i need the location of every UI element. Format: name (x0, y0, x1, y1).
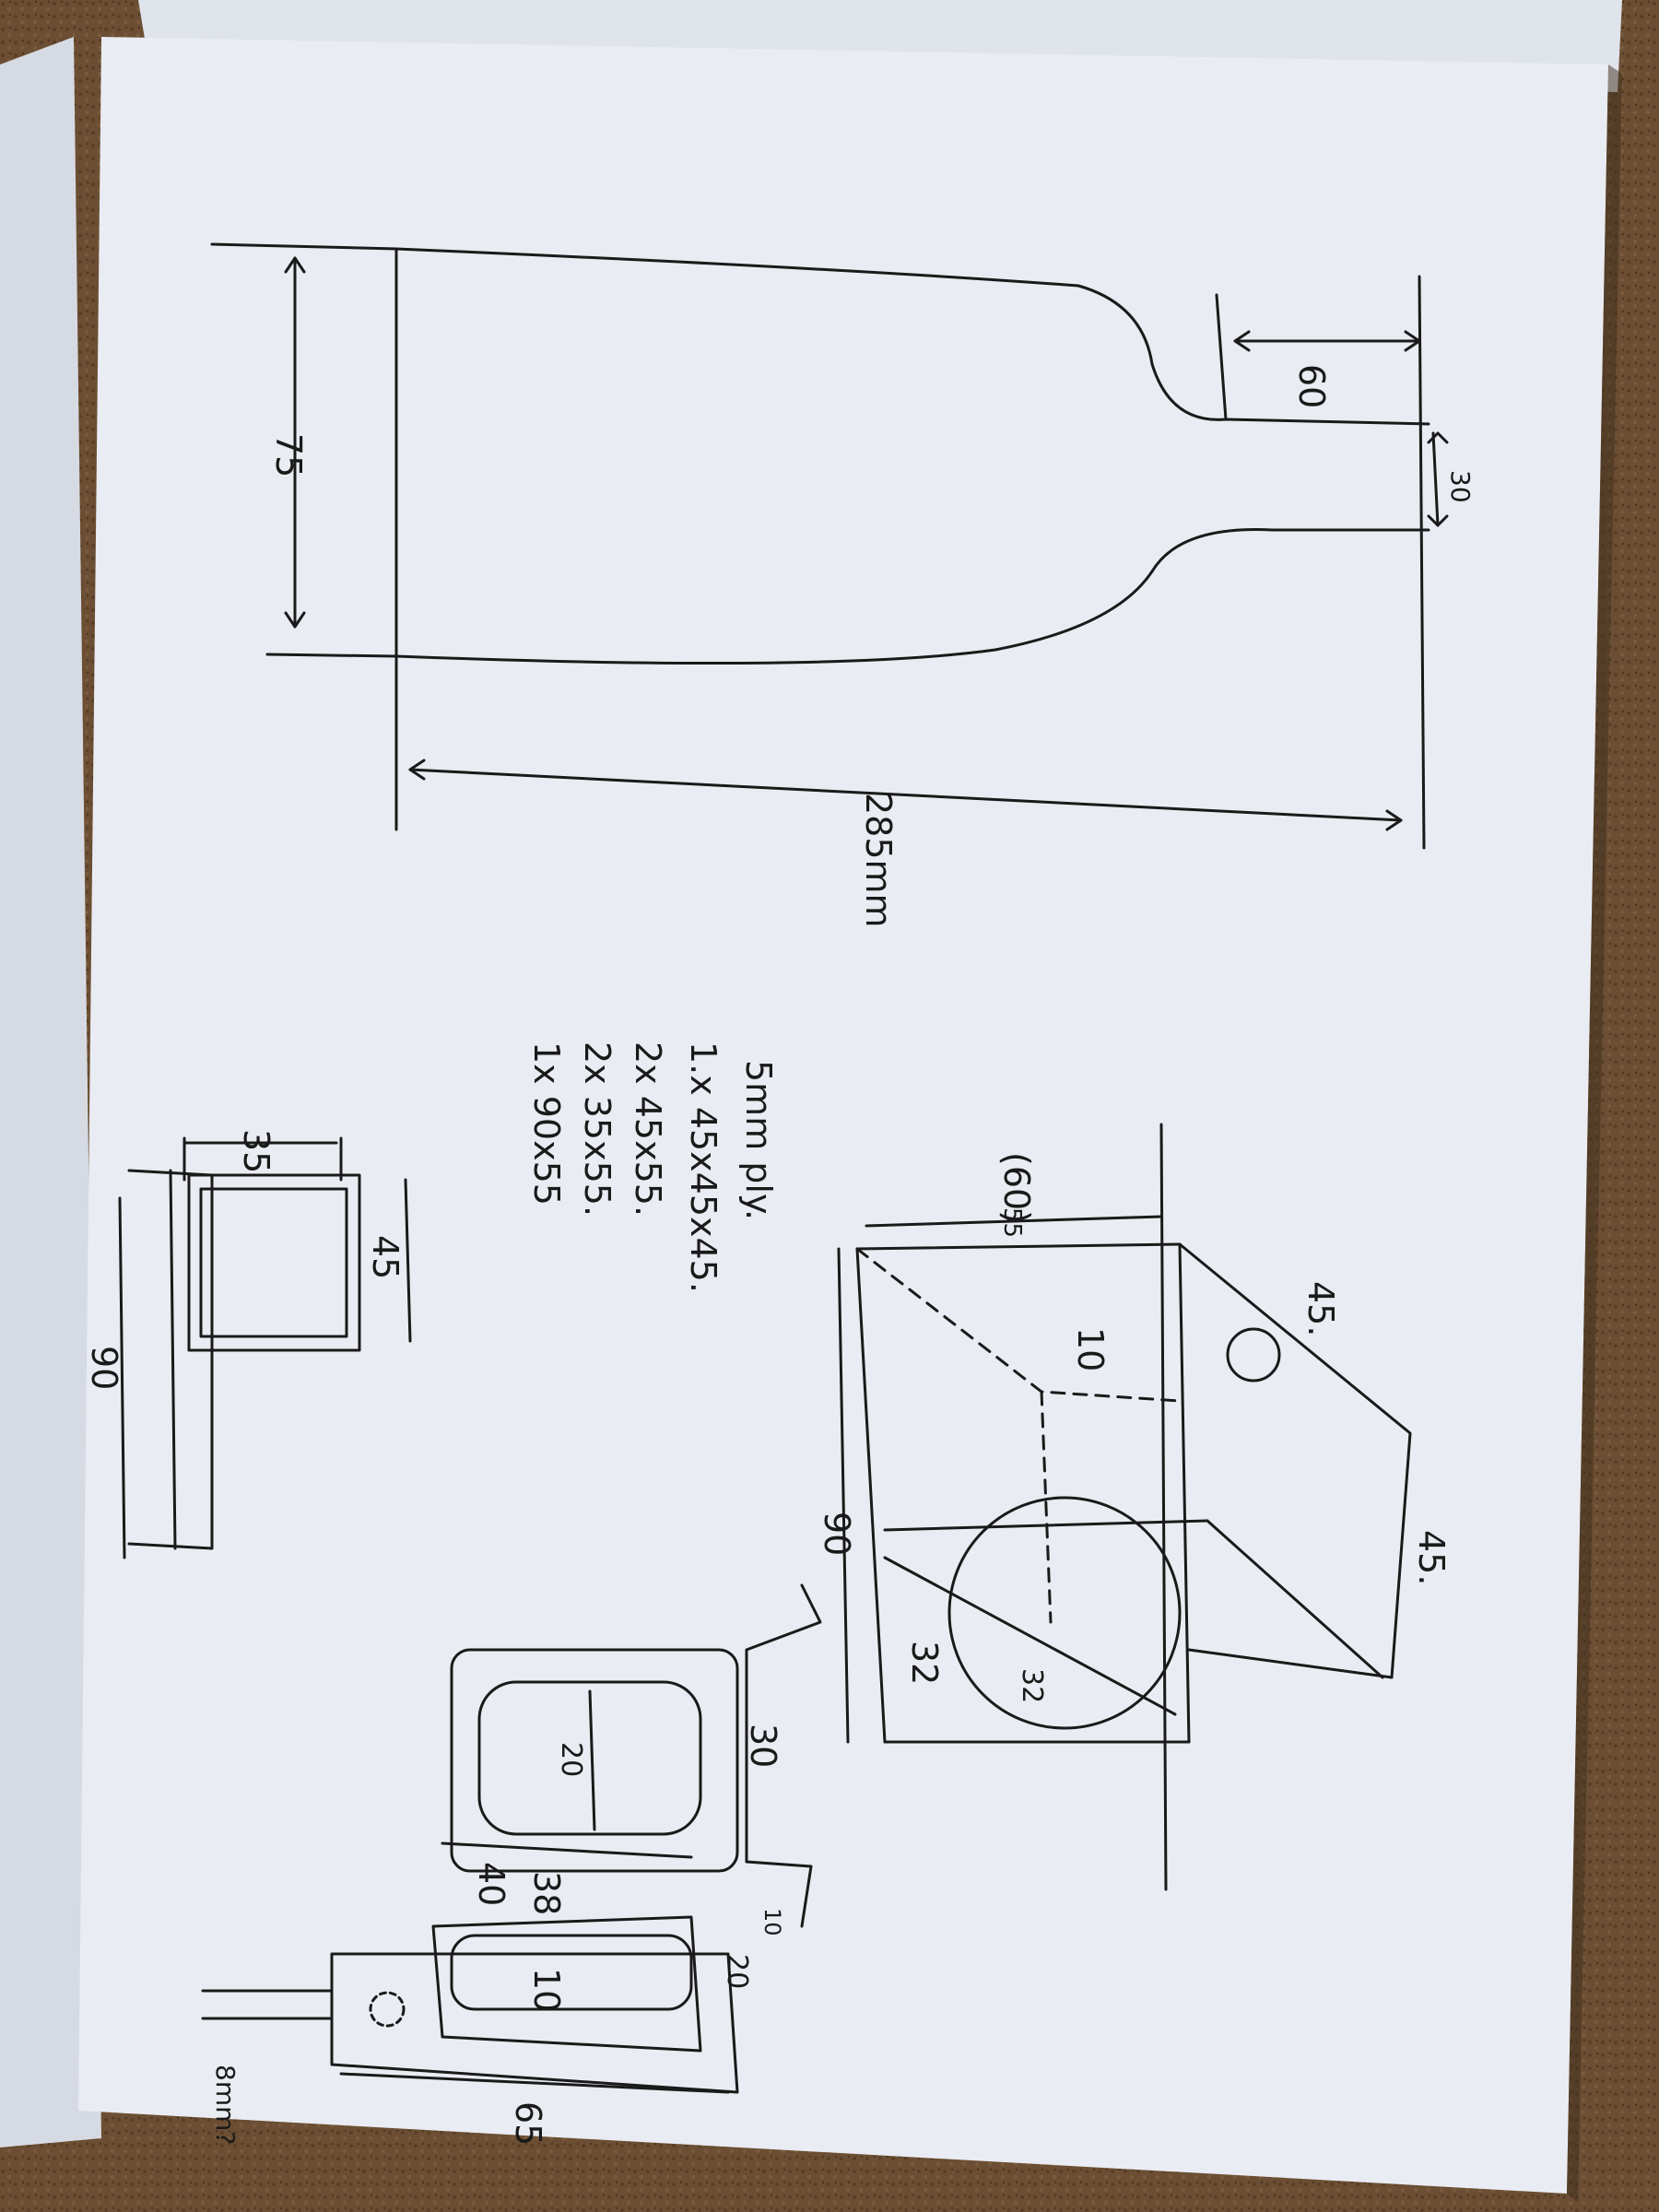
label-side-depth: 30 (743, 1724, 783, 1768)
box-perspective-drawing (837, 1123, 1412, 1891)
small-part-drawing (201, 1841, 739, 2094)
cut-list-item-4: 1x 90x55 (526, 1041, 567, 1206)
cross-section-drawing (118, 1136, 412, 1559)
label-small-c: 10 (526, 1968, 567, 2012)
slot-side-part (450, 1583, 822, 1928)
cut-list-item-3: 2x 35x55. (577, 1041, 618, 1217)
label-cross-width: 35 (236, 1129, 276, 1173)
label-hole-number: 10 (1070, 1327, 1111, 1371)
cut-list-item-2: 2x 45x55. (628, 1041, 668, 1217)
label-ply-header: 5mm ply. (738, 1060, 779, 1220)
label-slot-width: 20 (555, 1742, 587, 1777)
label-total-length: 285mm (858, 793, 899, 928)
label-top-depth: 60 (1291, 364, 1332, 408)
label-box-top-b: 45. (1411, 1530, 1452, 1585)
paper-sheet-left (0, 37, 101, 2147)
cut-list-item-1: 1.x 45x45x45. (683, 1041, 724, 1293)
label-box-side-length: 90 (817, 1512, 857, 1556)
label-circle-diameter: 32 (1016, 1668, 1048, 1703)
label-neck-width: 30 (1445, 470, 1476, 503)
label-box-top-a: 45. (1300, 1281, 1341, 1336)
label-circle-number: 32 (904, 1641, 945, 1685)
label-small-g: 10 (759, 1908, 785, 1936)
label-small-a: 38 (526, 1871, 567, 1915)
label-box-front: (60) (996, 1152, 1037, 1224)
main-paper-sheet (78, 37, 1608, 2194)
label-small-e: 65 (508, 2101, 548, 2146)
paper-shadow (1567, 65, 1622, 2203)
label-small-b: 40 (471, 1862, 512, 1906)
bottle-outline-drawing (210, 242, 1449, 850)
label-body-width: 75 (268, 433, 309, 477)
label-cross-height: 45 (365, 1235, 406, 1279)
label-cross-length: 90 (84, 1346, 124, 1390)
label-box-front-sub: 55 (998, 1207, 1026, 1238)
label-small-f: 8mm? (210, 2065, 241, 2145)
label-small-d: 20 (721, 1954, 753, 1989)
